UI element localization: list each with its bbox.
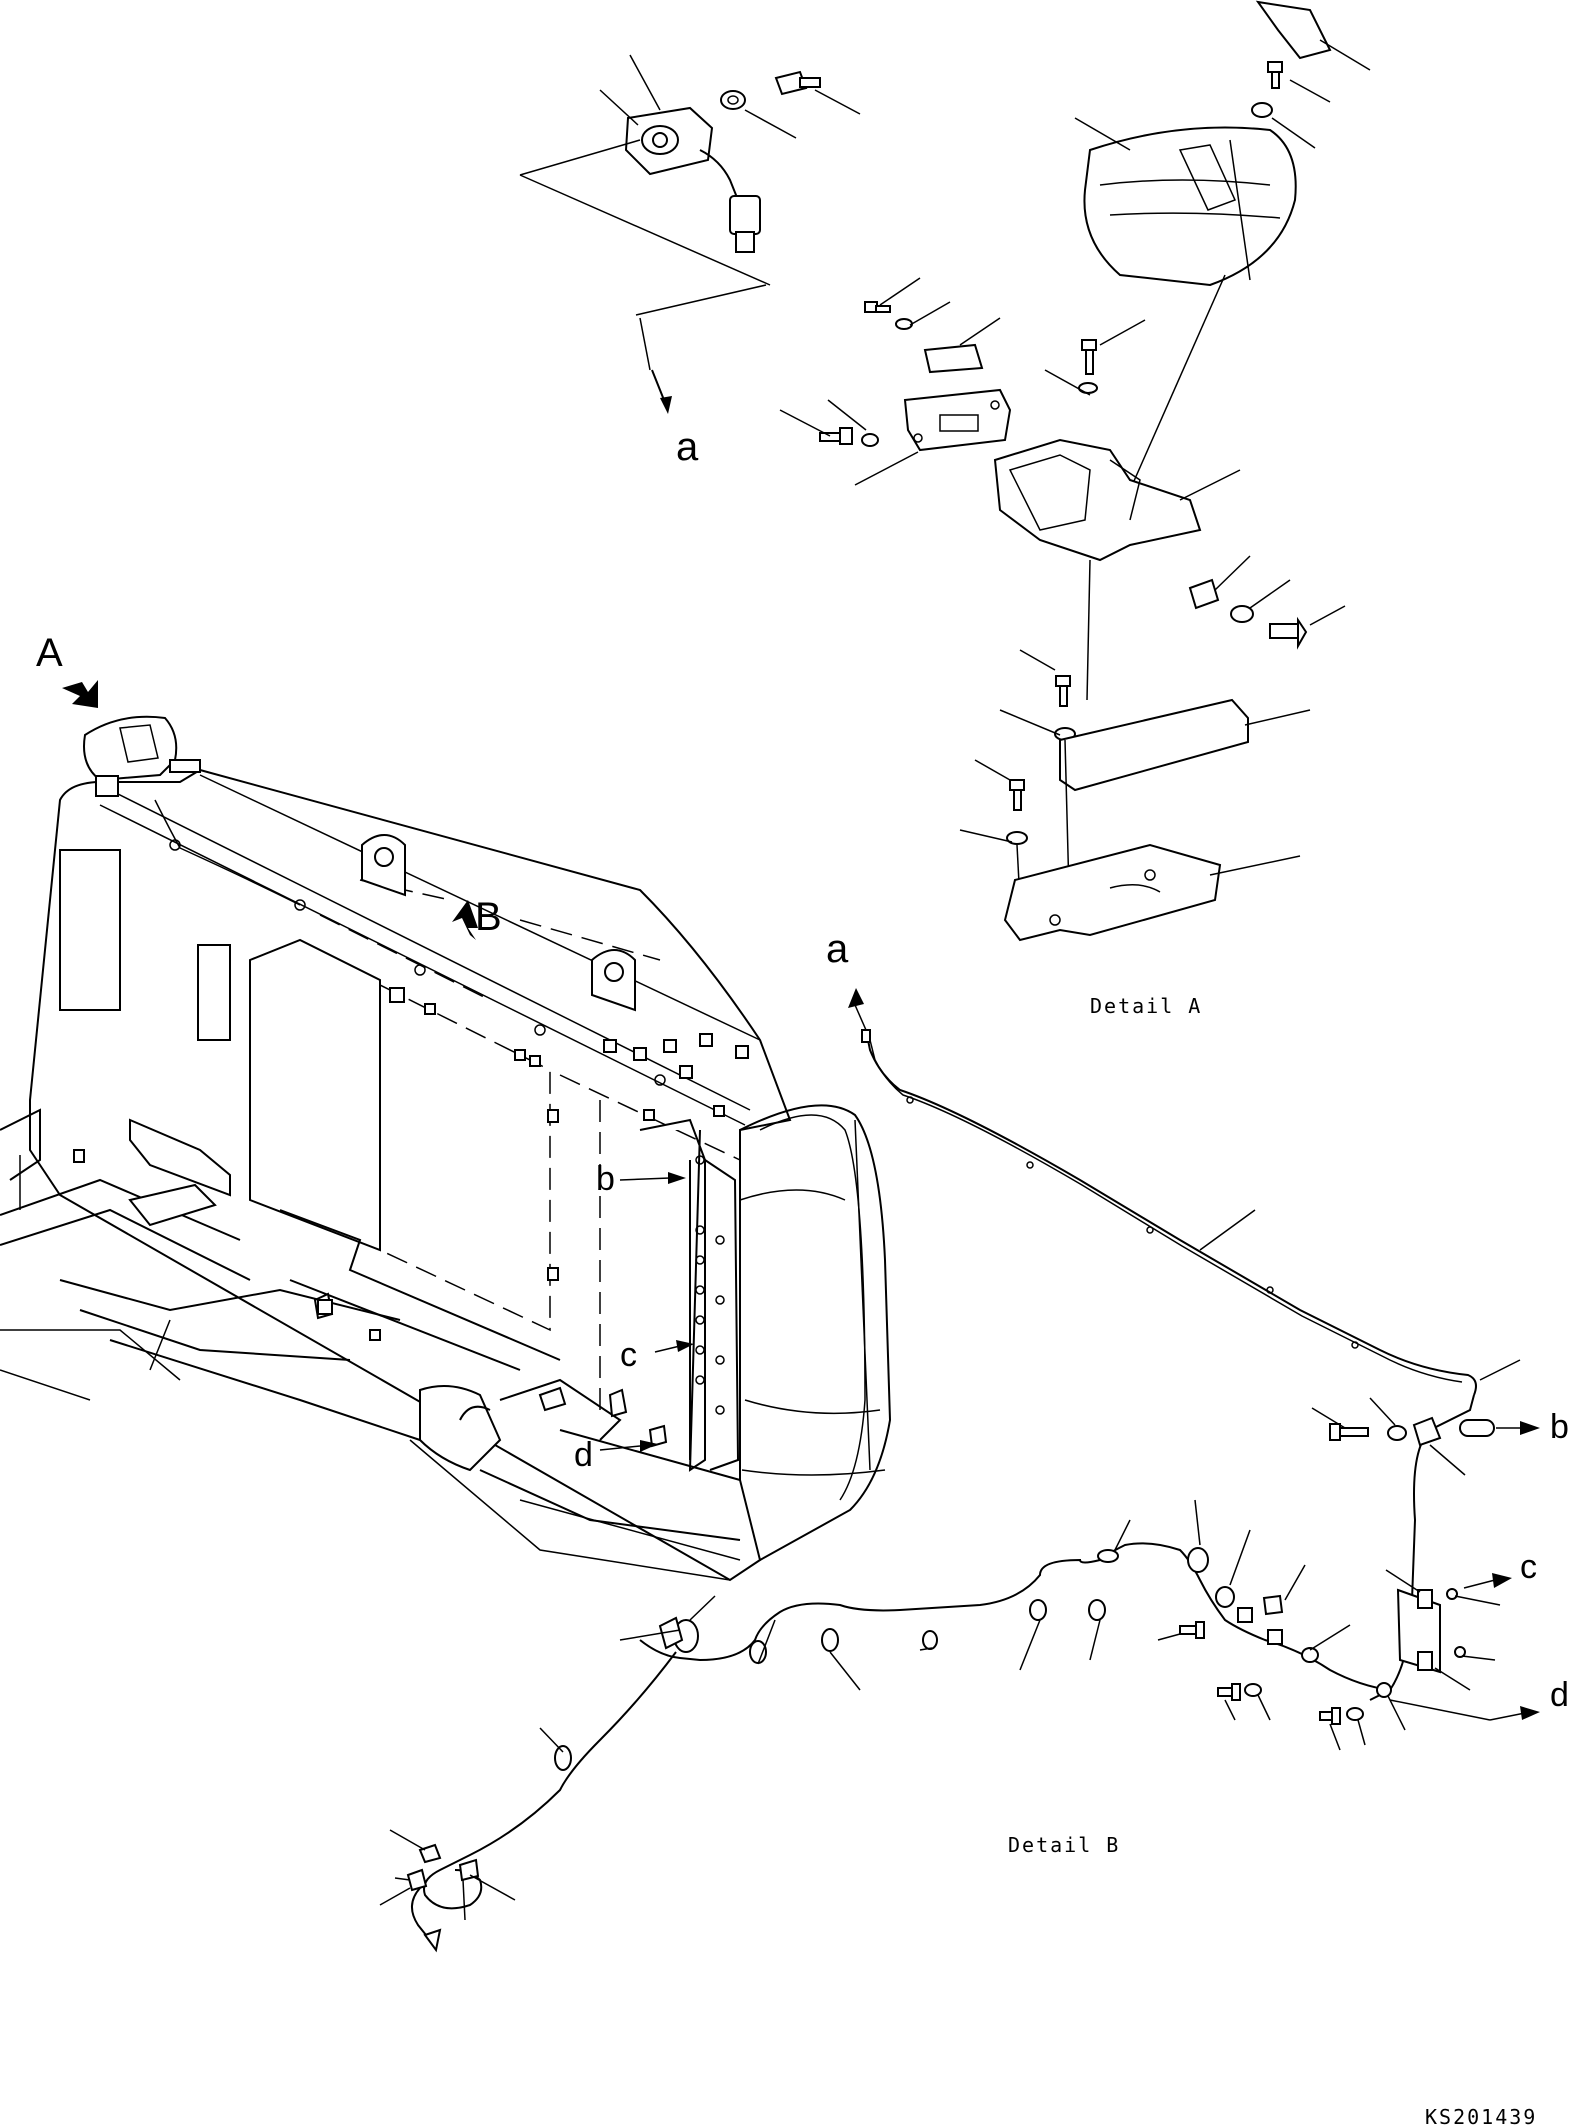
view-arrow-a: A [36, 631, 98, 708]
face-fittings [73, 987, 725, 1341]
washer-detail-a-center [1078, 382, 1098, 394]
bolt-top-1 [774, 70, 821, 96]
view-label-b: B [475, 895, 502, 939]
harness-connector-top [861, 1029, 871, 1043]
drawing-number: KS201439 [1425, 2105, 1537, 2128]
bolt-detail-a-top [1267, 61, 1283, 89]
ref-label-b-right: b [1550, 1408, 1569, 1446]
machine-frame [0, 1108, 741, 1581]
lifting-eye-1 [361, 834, 406, 897]
panel-block-2 [197, 944, 231, 1041]
bolt-detail-a-center [1081, 339, 1097, 375]
panel-block-3 [249, 938, 381, 1252]
bolt-detail-a-lower-2 [1009, 779, 1025, 811]
lifting-eye-2 [591, 949, 636, 1012]
cover-plate [1059, 698, 1249, 792]
ref-label-a-top: a [676, 425, 699, 469]
top-harness-clamps [154, 799, 666, 1086]
detail-a-caption: Detail A [1090, 994, 1202, 1018]
detail-a-assembly [519, 0, 1371, 942]
washer-detail-a-top [1251, 102, 1273, 118]
work-lamp-unit [624, 106, 761, 253]
bolt-detail-a-lower-1 [1055, 675, 1071, 707]
work-lamp-installed [83, 715, 201, 797]
lamp-bracket [993, 438, 1202, 562]
bolt-detail-a-mid-2 [819, 427, 853, 445]
mounting-plate [903, 388, 1012, 452]
side-frame [639, 1118, 740, 1472]
rubber-mount [1188, 578, 1308, 650]
ref-label-d-left: d [574, 1436, 593, 1474]
harness-clamps-lower [658, 1547, 1392, 1698]
washer-top-1 [720, 90, 746, 110]
washer-detail-a-mid-1 [895, 318, 913, 330]
bolt-detail-a-mid-1 [864, 301, 891, 313]
clamp-plate-c [1396, 1588, 1466, 1674]
base-bracket [1003, 843, 1222, 942]
ref-label-c-right: c [1520, 1548, 1537, 1586]
ref-label-b-left: b [596, 1160, 615, 1198]
lamp-cap [1255, 0, 1332, 60]
detail-b-caption: Detail B [1008, 1833, 1120, 1857]
small-bracket [923, 343, 984, 374]
detail-b-harness: a b [379, 927, 1569, 1953]
ref-label-a-mid: a [826, 927, 849, 971]
lamp-housing [1083, 126, 1297, 287]
ref-label-d-right: d [1550, 1676, 1569, 1714]
view-arrow-b: B [452, 895, 502, 940]
ref-label-c-left: c [620, 1336, 637, 1374]
washer-detail-a-lower-2 [1006, 831, 1028, 845]
bolts-lower-b [1179, 1621, 1364, 1725]
top-bolts [529, 1033, 749, 1079]
end-connector [406, 1745, 572, 1953]
counterweight-body [0, 715, 892, 1582]
panel-block-1 [59, 849, 121, 1011]
harness-clamp-b [1329, 1416, 1495, 1447]
washer-detail-a-mid-2 [861, 433, 879, 447]
view-label-a: A [36, 631, 63, 675]
